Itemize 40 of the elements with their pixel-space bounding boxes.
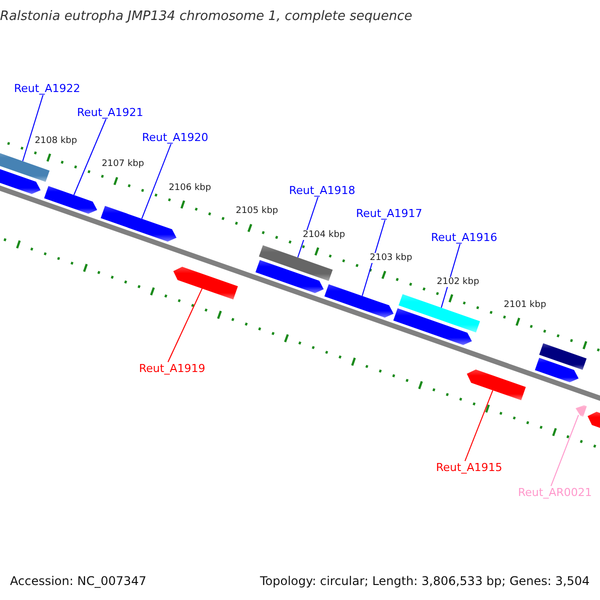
tick-label: 2106 kbp [168, 182, 212, 193]
gene-block [466, 370, 526, 400]
gene-block [576, 405, 587, 417]
gene-block [258, 245, 333, 281]
footer-text: Topology: circular; Length: 3,806,533 bp; Genes: 3,504 [260, 574, 590, 588]
leader-line [464, 390, 494, 462]
gene-block [100, 206, 176, 242]
footer-text: Accession: NC_007347 [10, 574, 146, 588]
tick-label: 2104 kbp [302, 230, 346, 240]
gene-label: Reut_A1915 [436, 460, 502, 474]
leader-line [73, 118, 106, 196]
gene-block [173, 266, 238, 300]
gene-label: Reut_A1922 [14, 82, 80, 94]
gene-block [324, 284, 394, 318]
gene-label: Reut_A1918 [289, 184, 356, 196]
gene-block [539, 343, 587, 370]
tick-label: 2107 kbp [100, 159, 146, 170]
leader-line [550, 414, 579, 486]
leader-line [362, 220, 386, 296]
gene-label: Reut_AR0021 [518, 486, 592, 498]
gene-block [393, 308, 472, 345]
gene-label: Reut_A1917 [356, 206, 422, 220]
tick-label: 2101 kbp [502, 300, 548, 310]
gene-block [0, 152, 50, 182]
leader-line [168, 288, 203, 362]
gene-block [398, 294, 480, 332]
tick-label: 2108 kbp [34, 136, 78, 146]
tick-label: 2105 kbp [234, 206, 280, 216]
gene-label: Reut_A1919 [139, 362, 206, 374]
tick-label: 2102 kbp [436, 276, 480, 287]
tick-label: 2103 kbp [368, 253, 414, 264]
gene-label: Reut_A1921 [77, 106, 144, 118]
chart-title: Ralstonia eutropha JMP134 chromosome 1, complete sequence [0, 9, 412, 24]
leader-line [22, 94, 44, 162]
gene-block [534, 358, 579, 382]
gene-label: Reut_A1916 [431, 230, 498, 244]
gene-label: Reut_A1920 [142, 130, 208, 144]
leader-line [141, 144, 172, 220]
gene-block [256, 260, 324, 294]
gene-block [44, 186, 98, 214]
